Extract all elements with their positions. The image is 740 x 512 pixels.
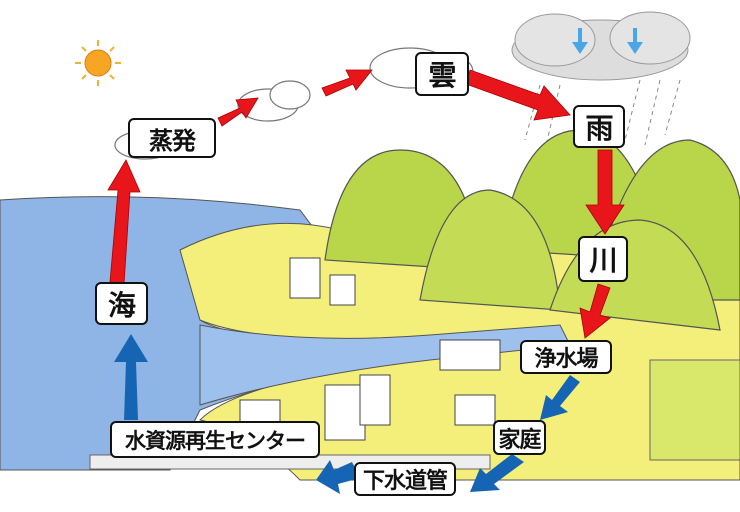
label-river: 川 xyxy=(578,236,628,282)
label-sewer: 下水道管 xyxy=(354,462,456,496)
label-cloud: 雲 xyxy=(415,52,469,96)
arrow-home-to-sewer xyxy=(470,454,524,492)
sun-icon xyxy=(75,40,121,86)
label-reclamation-center: 水資源再生センター xyxy=(110,421,320,458)
arrow-center-to-sea xyxy=(114,334,148,420)
label-evaporation: 蒸発 xyxy=(128,118,216,158)
arrow-rain-to-river xyxy=(585,149,625,235)
arrow-river-to-plant xyxy=(579,283,611,339)
rain-drop-arrow-icon xyxy=(572,28,643,54)
label-sea: 海 xyxy=(95,282,148,325)
farm-field xyxy=(649,359,740,461)
label-home: 家庭 xyxy=(493,420,546,455)
arrow-sea-to-evaporation xyxy=(107,159,141,285)
cloud-small-1 xyxy=(237,80,311,122)
arrow-sewer-to-center xyxy=(316,460,360,494)
label-water-plant: 浄水場 xyxy=(520,340,612,374)
rain-cloud xyxy=(511,11,691,151)
urban-cycle-arrows xyxy=(114,334,580,494)
arrow-cloud-to-cloud xyxy=(321,69,373,97)
arrow-plant-to-home xyxy=(540,375,580,420)
label-rain: 雨 xyxy=(573,105,625,148)
town-buildings xyxy=(239,257,501,441)
arrow-evaporation-to-cloud xyxy=(217,97,259,127)
arrow-cloud-to-rain xyxy=(465,69,571,121)
natural-cycle-arrows xyxy=(107,69,625,339)
